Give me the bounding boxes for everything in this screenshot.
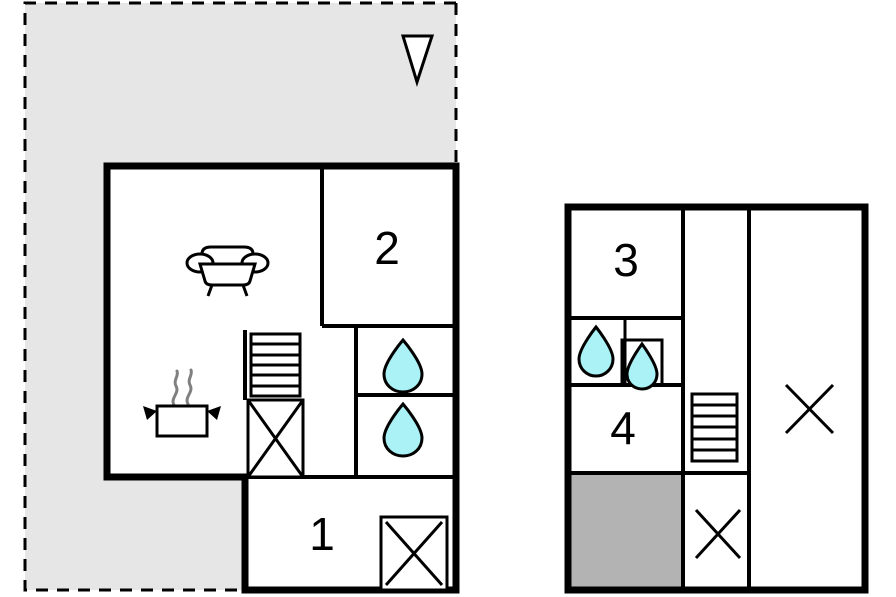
upper-floor-plan: 3 4 [564,203,869,594]
sofa-icon [185,245,270,297]
cross-box-icon [246,398,305,479]
cooking-pot-icon [143,368,221,438]
ground-floor-outer-wall [103,162,460,594]
ground-floor-plan: 2 1 [23,1,460,594]
north-arrow-icon [400,34,435,87]
water-drop-icon [625,341,659,391]
staircase-icon [690,392,739,463]
cross-box-icon [784,383,835,435]
room-label-4: 4 [610,402,636,454]
terrace-dashed-outline [23,1,456,592]
water-drop-icon [382,401,424,458]
room-label-2: 2 [374,222,400,274]
staircase-icon [243,330,302,400]
water-drop-icon [577,324,615,378]
room-label-1: 1 [309,508,335,560]
cross-box-icon [379,515,449,592]
upper-floor-outer-wall [564,203,869,594]
water-drop-icon [382,337,424,394]
room-label-3: 3 [613,234,639,286]
cross-box-icon [694,508,742,560]
balcony-fill-overlay [568,473,683,590]
